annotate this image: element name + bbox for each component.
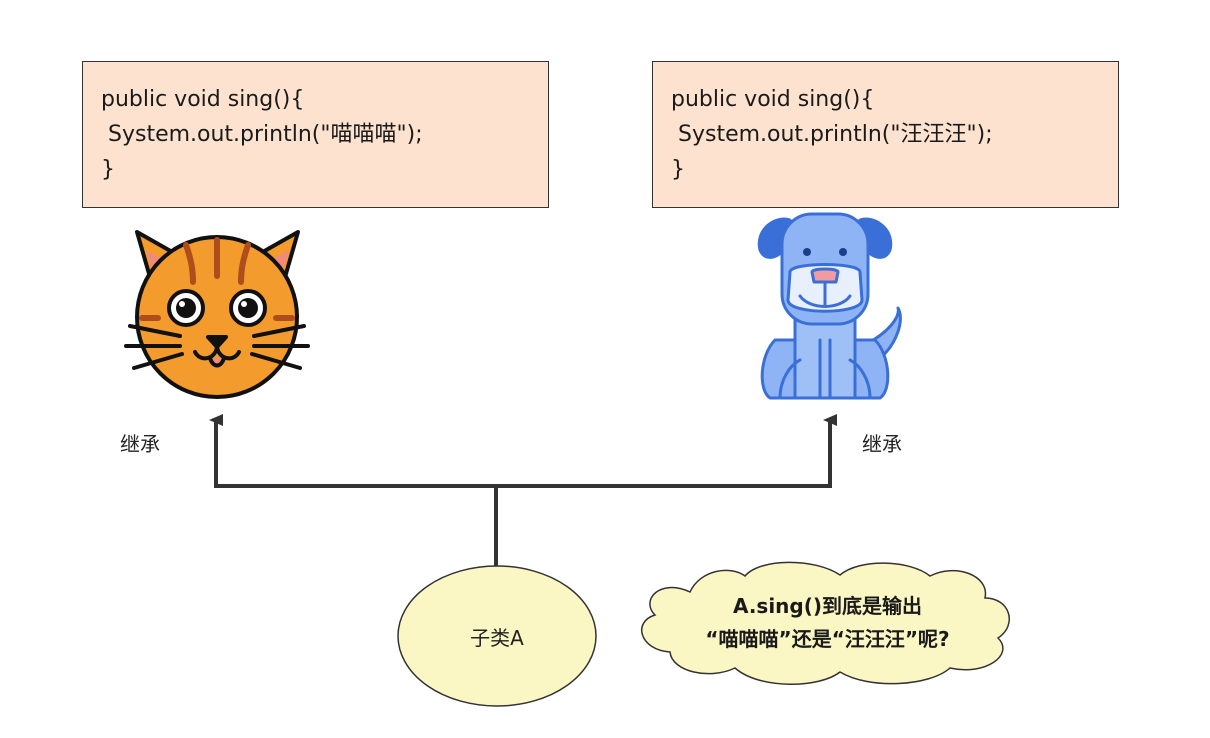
dog-sing-code-box: public void sing(){ System.out.println("…: [652, 61, 1119, 208]
question-line: A.sing()到底是输出: [732, 594, 923, 618]
question-line: “喵喵喵”还是“汪汪汪”呢?: [705, 627, 950, 651]
inherit-label-cat: 继承: [120, 432, 160, 456]
code-line: System.out.println("汪汪汪");: [671, 122, 993, 147]
dog-icon: [757, 212, 902, 400]
code-line: }: [671, 157, 685, 182]
code-line: public void sing(){: [101, 87, 305, 112]
subclass-label: 子类A: [470, 626, 524, 650]
connector-right: [496, 414, 837, 488]
connector-left: [209, 414, 498, 566]
question-text: A.sing()到底是输出 “喵喵喵”还是“汪汪汪”呢?: [655, 590, 1000, 656]
cat-sing-code-box: public void sing(){ System.out.println("…: [82, 61, 549, 208]
question-cloud: [640, 561, 1010, 685]
code-line: System.out.println("喵喵喵");: [101, 122, 423, 147]
code-line: public void sing(){: [671, 87, 875, 112]
code-line: }: [101, 157, 115, 182]
inheritance-connectors: [209, 414, 837, 566]
subclass-node: [397, 565, 597, 707]
inherit-label-dog: 继承: [862, 432, 902, 456]
cat-face-icon: [124, 230, 310, 399]
